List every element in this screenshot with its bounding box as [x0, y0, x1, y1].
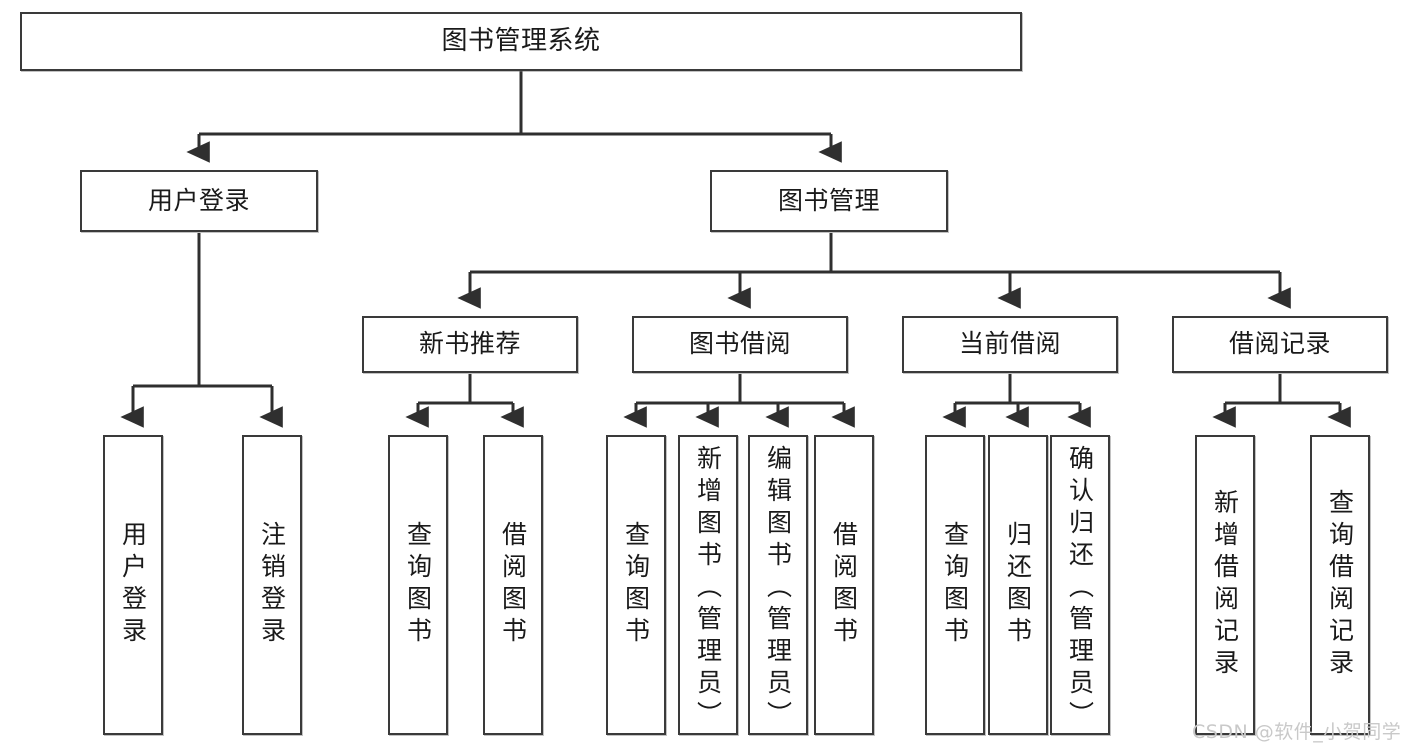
node-leaf-add-borrow-record-label: 新增借阅记录 [1210, 489, 1240, 681]
node-root[interactable]: 图书管理系统 [20, 12, 1022, 71]
node-current-borrow-label: 当前借阅 [958, 329, 1061, 359]
node-leaf-add-book[interactable]: 新增图书（管理员） [678, 435, 738, 735]
node-leaf-query-book-2-label: 查询图书 [621, 521, 651, 649]
node-leaf-return-book[interactable]: 归还图书 [988, 435, 1048, 735]
node-book-borrow[interactable]: 图书借阅 [632, 316, 848, 373]
node-leaf-user-login-label: 用户登录 [118, 521, 148, 649]
node-leaf-borrow-book-1-label: 借阅图书 [498, 521, 528, 649]
node-leaf-borrow-book-2[interactable]: 借阅图书 [814, 435, 874, 735]
node-book-manage-label: 图书管理 [777, 185, 880, 215]
node-leaf-query-book-1-label: 查询图书 [403, 521, 433, 649]
node-leaf-confirm-return[interactable]: 确认归还（管理员） [1050, 435, 1110, 735]
node-leaf-borrow-book-1[interactable]: 借阅图书 [483, 435, 543, 735]
node-root-label: 图书管理系统 [441, 25, 601, 56]
node-user-login[interactable]: 用户登录 [80, 170, 318, 232]
node-leaf-borrow-book-2-label: 借阅图书 [829, 521, 859, 649]
node-leaf-logout[interactable]: 注销登录 [242, 435, 302, 735]
node-book-manage[interactable]: 图书管理 [710, 170, 948, 232]
node-borrow-record-label: 借阅记录 [1228, 329, 1331, 359]
node-leaf-query-book-2[interactable]: 查询图书 [606, 435, 666, 735]
node-leaf-query-book-3[interactable]: 查询图书 [925, 435, 985, 735]
node-book-borrow-label: 图书借阅 [688, 329, 791, 359]
node-leaf-query-borrow-record[interactable]: 查询借阅记录 [1310, 435, 1370, 735]
node-leaf-return-book-label: 归还图书 [1003, 521, 1033, 649]
node-leaf-query-borrow-record-label: 查询借阅记录 [1325, 489, 1355, 681]
watermark: CSDN @软件_小贺同学 [1192, 721, 1402, 743]
node-leaf-add-borrow-record[interactable]: 新增借阅记录 [1195, 435, 1255, 735]
node-borrow-record[interactable]: 借阅记录 [1172, 316, 1388, 373]
node-leaf-query-book-3-label: 查询图书 [940, 521, 970, 649]
node-current-borrow[interactable]: 当前借阅 [902, 316, 1118, 373]
node-leaf-confirm-return-label: 确认归还（管理员） [1065, 445, 1095, 733]
node-leaf-add-book-label: 新增图书（管理员） [693, 445, 723, 733]
node-new-book-rec-label: 新书推荐 [418, 329, 521, 359]
node-user-login-label: 用户登录 [147, 185, 250, 215]
node-leaf-logout-label: 注销登录 [257, 521, 287, 649]
node-new-book-rec[interactable]: 新书推荐 [362, 316, 578, 373]
node-leaf-user-login[interactable]: 用户登录 [103, 435, 163, 735]
node-leaf-edit-book-label: 编辑图书（管理员） [763, 445, 793, 733]
node-leaf-edit-book[interactable]: 编辑图书（管理员） [748, 435, 808, 735]
node-leaf-query-book-1[interactable]: 查询图书 [388, 435, 448, 735]
